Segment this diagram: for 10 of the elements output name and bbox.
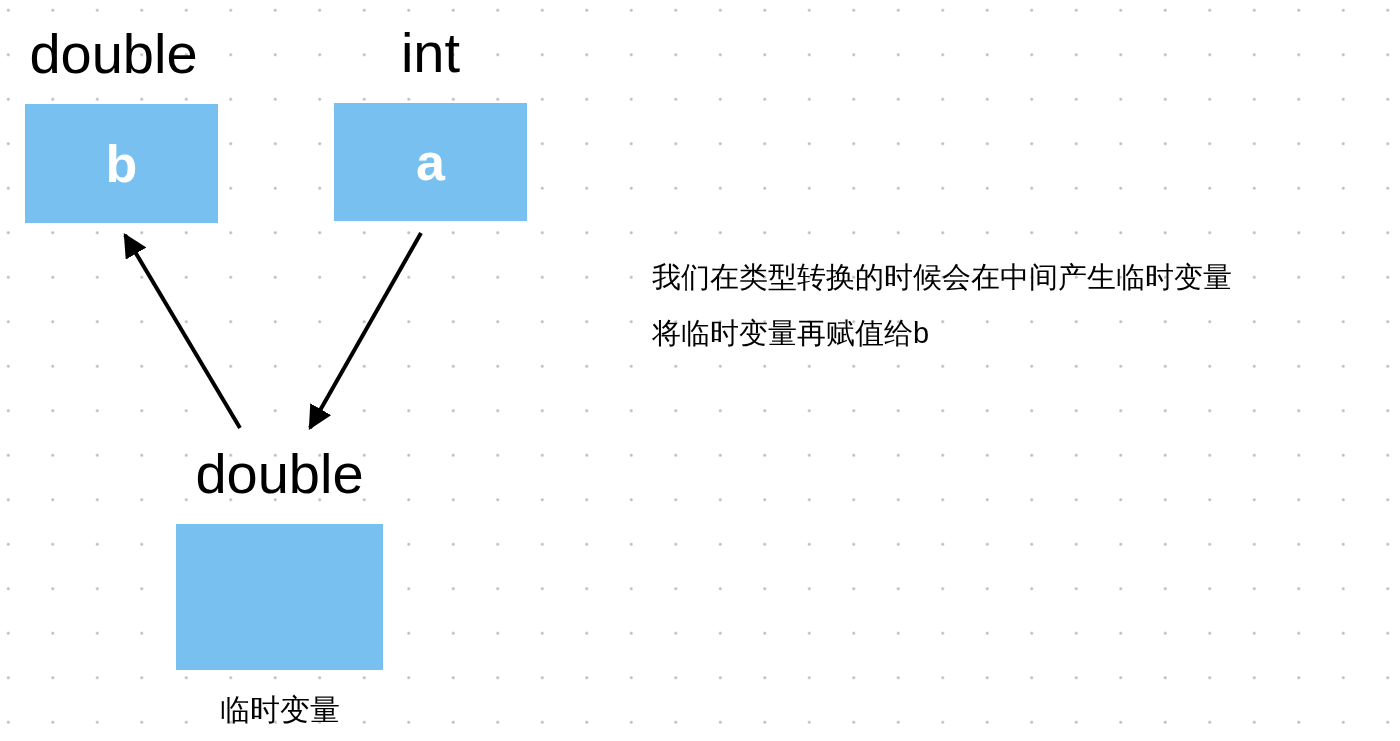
- note-text: 我们在类型转换的时候会在中间产生临时变量: [652, 260, 1232, 295]
- box-caption: 临时变量: [219, 692, 340, 728]
- arrow: [123, 232, 242, 430]
- variable-name: b: [105, 133, 138, 195]
- type-label: double: [29, 21, 198, 87]
- type-label: double: [195, 441, 364, 507]
- variable-name: a: [416, 132, 445, 193]
- type-label: int: [400, 20, 461, 86]
- arrow: [308, 232, 423, 431]
- note-text: 将临时变量再赋值给b: [652, 316, 931, 351]
